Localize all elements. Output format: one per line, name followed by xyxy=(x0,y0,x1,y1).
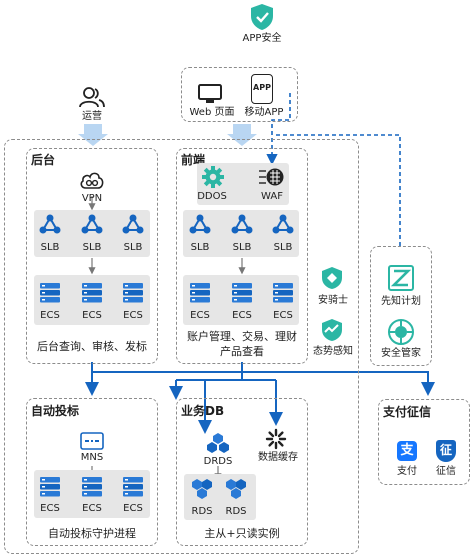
slb-icon xyxy=(189,214,211,234)
payment-box xyxy=(378,399,470,485)
to-payment-line xyxy=(242,371,435,396)
ecs-label: ECS xyxy=(82,503,102,514)
alipay-icon: 支 xyxy=(397,441,417,461)
auto-bid-box xyxy=(26,398,158,546)
mobile-app-label: 移动APP xyxy=(244,107,284,118)
ops-label: 运营 xyxy=(82,111,102,122)
xianzhi-icon xyxy=(388,265,414,291)
main-region xyxy=(4,139,359,554)
ops-to-backend-arrow xyxy=(78,124,108,146)
credit-shield-icon: 征 xyxy=(436,440,456,462)
slb-label: SLB xyxy=(190,242,210,253)
waf-firewall-icon xyxy=(258,166,284,188)
ecs-server-icon xyxy=(272,282,294,304)
backend-box xyxy=(26,148,158,364)
anqishi-label: 安骑士 xyxy=(318,295,348,306)
ecs-server-icon xyxy=(122,476,144,498)
ecs-label: ECS xyxy=(190,310,210,321)
waf-label: WAF xyxy=(261,191,283,202)
cache-label: 数据缓存 xyxy=(258,452,298,463)
slb-icon xyxy=(231,214,253,234)
data-cache-icon xyxy=(265,428,287,450)
rds-label: RDS xyxy=(191,506,213,517)
clients-box xyxy=(181,67,298,122)
backend-title: 后台 xyxy=(31,153,56,167)
slb-icon xyxy=(122,214,144,234)
panel-to-waf-dashed xyxy=(275,134,401,246)
slb-label: SLB xyxy=(40,242,60,253)
drds-label: DRDS xyxy=(203,456,233,467)
ecs-server-icon xyxy=(189,282,211,304)
clients-to-frontend-arrow xyxy=(227,124,257,146)
mns-icon xyxy=(80,432,104,450)
ecs-label: ECS xyxy=(40,503,60,514)
app-to-waf-dashed xyxy=(266,93,291,166)
credit-label: 征信 xyxy=(436,466,456,477)
backend-caption: 后台查询、审核、发标 xyxy=(37,340,147,353)
business-db-title: 业务DB xyxy=(181,404,225,418)
taishi-label: 态势感知 xyxy=(313,346,353,357)
ecs-label: ECS xyxy=(123,310,143,321)
auto-bid-title: 自动投标 xyxy=(31,404,80,418)
web-page-label: Web 页面 xyxy=(189,107,235,118)
rds-label: RDS xyxy=(225,506,247,517)
ecs-server-icon xyxy=(122,282,144,304)
users-icon xyxy=(79,86,105,108)
ecs-server-icon xyxy=(39,282,61,304)
guanjia-label: 安全管家 xyxy=(381,348,421,359)
xianzhi-label: 先知计划 xyxy=(381,296,421,307)
ddos-label: DDOS xyxy=(197,191,227,202)
ecs-label: ECS xyxy=(82,310,102,321)
monitor-icon xyxy=(198,84,222,104)
rds-icon xyxy=(189,478,215,500)
ddos-gear-icon xyxy=(201,165,225,189)
auto-bid-caption: 自动投标守护进程 xyxy=(48,527,136,540)
business-db-caption: 主从+只读实例 xyxy=(204,527,280,540)
security-butler-icon xyxy=(387,318,415,346)
shield-icon xyxy=(249,3,275,31)
pay-label: 支付 xyxy=(397,466,417,477)
app-badge: APP xyxy=(253,83,271,92)
ecs-label: ECS xyxy=(273,310,293,321)
ecs-label: ECS xyxy=(123,503,143,514)
frontend-caption: 账户管理、交易、理财产品查看 xyxy=(187,330,297,358)
security-services-box xyxy=(370,246,432,366)
ecs-server-icon xyxy=(81,282,103,304)
anqishi-icon xyxy=(320,266,344,290)
mobile-app-icon: APP xyxy=(251,74,273,104)
slb-icon xyxy=(272,214,294,234)
slb-label: SLB xyxy=(232,242,252,253)
ecs-server-icon xyxy=(231,282,253,304)
slb-label: SLB xyxy=(123,242,143,253)
slb-icon xyxy=(81,214,103,234)
payment-title: 支付征信 xyxy=(383,405,432,419)
slb-label: SLB xyxy=(82,242,102,253)
frontend-box xyxy=(176,148,308,364)
situation-awareness-icon xyxy=(320,318,344,342)
ecs-label: ECS xyxy=(40,310,60,321)
rds-icon xyxy=(223,478,249,500)
slb-icon xyxy=(39,214,61,234)
ecs-server-icon xyxy=(81,476,103,498)
vpn-label: VPN xyxy=(81,193,103,204)
mns-label: MNS xyxy=(80,452,104,463)
business-db-box xyxy=(176,398,308,546)
ecs-label: ECS xyxy=(232,310,252,321)
app-security-label: APP安全 xyxy=(242,33,282,44)
ecs-server-icon xyxy=(39,476,61,498)
drds-icon xyxy=(205,432,231,454)
vpn-icon xyxy=(79,170,105,190)
slb-label: SLB xyxy=(273,242,293,253)
